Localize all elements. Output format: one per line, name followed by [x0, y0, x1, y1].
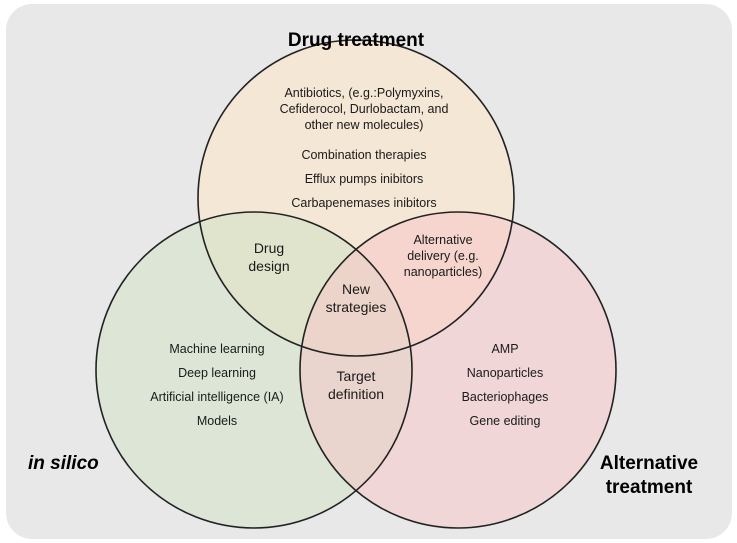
intersection-drug-design: Drug design — [248, 239, 289, 275]
drug-treatment-list: Antibiotics, (e.g.:Polymyxins, Cefideroc… — [280, 85, 449, 215]
intersection-new-strategies: New strategies — [326, 280, 387, 316]
intersection-target-definition: Target definition — [328, 367, 384, 403]
list-item-efflux-pumps: Efflux pumps inibitors — [304, 172, 424, 186]
antibiotics-line: Antibiotics, (e.g.:Polymyxins, — [284, 86, 444, 100]
title-alternative-line1: Alternative — [599, 453, 699, 474]
alternative-delivery-line: nanoparticles) — [403, 265, 483, 279]
list-item-carbapenemases: Carbapenemases inibitors — [291, 196, 437, 210]
list-item-deep-learning: Deep learning — [178, 366, 256, 380]
antibiotics-text: Antibiotics, (e.g.:Polymyxins, Cefideroc… — [280, 85, 449, 133]
in-silico-list: Machine learning Deep learning Artificia… — [150, 337, 283, 433]
outline-alternative-treatment — [299, 211, 617, 529]
target-definition-line: Target — [336, 368, 376, 384]
title-in-silico: in silico — [28, 453, 99, 474]
title-drug-treatment: Drug treatment — [287, 30, 425, 51]
outline-in-silico — [95, 211, 413, 529]
target-definition-line: definition — [327, 386, 385, 402]
intersection-alternative-delivery: Alternative delivery (e.g. nanoparticles… — [404, 232, 483, 280]
title-alternative-treatment: Alternative treatment — [600, 452, 698, 500]
list-item-amp: AMP — [491, 342, 519, 356]
new-strategies-line: strategies — [325, 299, 387, 315]
list-item-machine-learning: Machine learning — [169, 342, 265, 356]
circle-alternative-treatment — [300, 212, 616, 528]
drug-design-line: Drug — [253, 240, 285, 256]
outline-drug-treatment — [197, 39, 515, 357]
list-item-bacteriophages: Bacteriophages — [461, 390, 549, 404]
list-item-artificial-intelligence: Artificial intelligence (IA) — [150, 390, 284, 404]
new-strategies-line: New — [341, 281, 371, 297]
alternative-delivery-line: Alternative — [413, 233, 473, 247]
drug-design-line: design — [248, 258, 290, 274]
list-item-gene-editing: Gene editing — [469, 414, 541, 428]
list-item-models: Models — [196, 414, 238, 428]
alternative-treatment-list: AMP Nanoparticles Bacteriophages Gene ed… — [462, 337, 549, 433]
antibiotics-line: Cefiderocol, Durlobactam, and — [279, 102, 449, 116]
list-item-nanoparticles: Nanoparticles — [466, 366, 544, 380]
list-item-combination-therapies: Combination therapies — [301, 148, 427, 162]
alternative-delivery-line: delivery (e.g. — [407, 249, 479, 263]
title-alternative-line2: treatment — [605, 477, 693, 498]
antibiotics-line: other new molecules) — [304, 118, 424, 132]
